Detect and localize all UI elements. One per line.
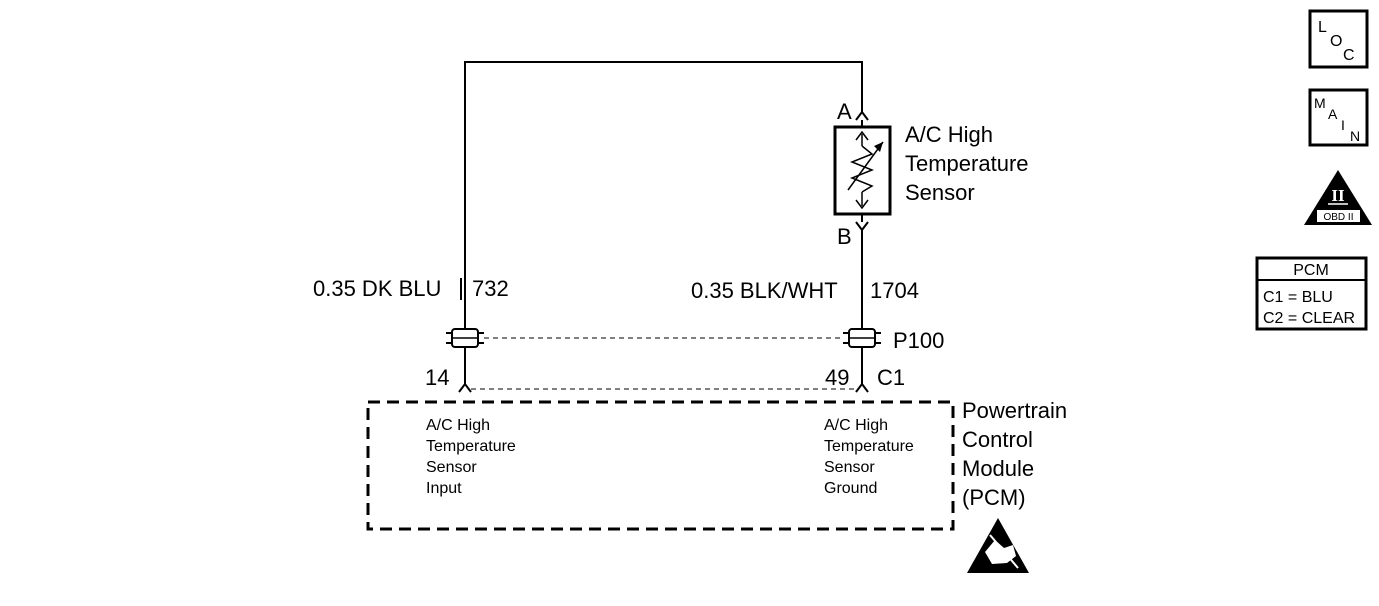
left-circuit-number: 732: [472, 276, 509, 301]
pcm-ground-line4: Ground: [824, 480, 877, 497]
pcm-name-line4: (PCM): [962, 485, 1026, 510]
pin-b-connector: [855, 221, 869, 232]
pcm-ground-line1: A/C High: [824, 417, 888, 434]
inline-connector-left: [446, 328, 484, 348]
sensor-name-line2: Temperature: [905, 151, 1029, 176]
main-letter-n: N: [1350, 128, 1360, 144]
pcm-input-line3: Sensor: [426, 459, 477, 476]
pcm-ground-line2: Temperature: [824, 438, 914, 455]
wire-loop-top: [464, 61, 863, 332]
left-wire-color: 0.35 DK BLU: [313, 276, 441, 301]
inline-connector-id: P100: [893, 328, 944, 353]
main-letter-a: A: [1328, 106, 1338, 122]
pin-14-connector: [458, 382, 472, 393]
loc-letter-c: C: [1343, 47, 1355, 64]
main-letter-m: M: [1314, 95, 1326, 111]
pin-b-label: B: [837, 224, 852, 249]
pcm-name-line3: Module: [962, 456, 1034, 481]
pcm-input-line4: Input: [426, 480, 462, 497]
pin-a-label: A: [837, 99, 852, 124]
obd-ii-icon[interactable]: II OBD II: [1304, 170, 1372, 225]
pin-a-connector: [855, 110, 869, 121]
sensor-name-line1: A/C High: [905, 122, 993, 147]
pin-49-label: 49: [825, 365, 849, 390]
loc-letter-l: L: [1318, 19, 1327, 36]
pin-49-connector: [855, 382, 869, 393]
sensor-name-line3: Sensor: [905, 180, 975, 205]
obd-roman-numeral: II: [1331, 186, 1345, 205]
pcm-ground-line3: Sensor: [824, 459, 875, 476]
right-wire-color: 0.35 BLK/WHT: [691, 278, 838, 303]
pcm-input-line1: A/C High: [426, 417, 490, 434]
main-navigation-icon[interactable]: M A I N: [1308, 88, 1369, 147]
obd-text: OBD II: [1323, 212, 1353, 223]
legend-row-c1: C1 = BLU: [1263, 289, 1333, 306]
right-circuit-number: 1704: [870, 278, 919, 303]
pcm-name-line1: Powertrain: [962, 398, 1067, 423]
loc-letter-o: O: [1330, 33, 1342, 50]
pcm-module-box: [366, 400, 955, 531]
thermistor-symbol: [847, 130, 884, 210]
pcm-name-line2: Control: [962, 427, 1033, 452]
pcm-connector-legend: PCM C1 = BLU C2 = CLEAR: [1255, 256, 1368, 331]
pin-14-label: 14: [425, 365, 449, 390]
pcm-input-line2: Temperature: [426, 438, 516, 455]
main-letter-i: I: [1341, 117, 1345, 133]
loc-navigation-icon[interactable]: L O C: [1308, 9, 1369, 69]
legend-title: PCM: [1293, 262, 1329, 279]
pcm-connector-label: C1: [877, 365, 905, 390]
esd-warning-icon: [967, 518, 1029, 573]
legend-row-c2: C2 = CLEAR: [1263, 310, 1355, 327]
inline-connector-right: [843, 328, 881, 348]
